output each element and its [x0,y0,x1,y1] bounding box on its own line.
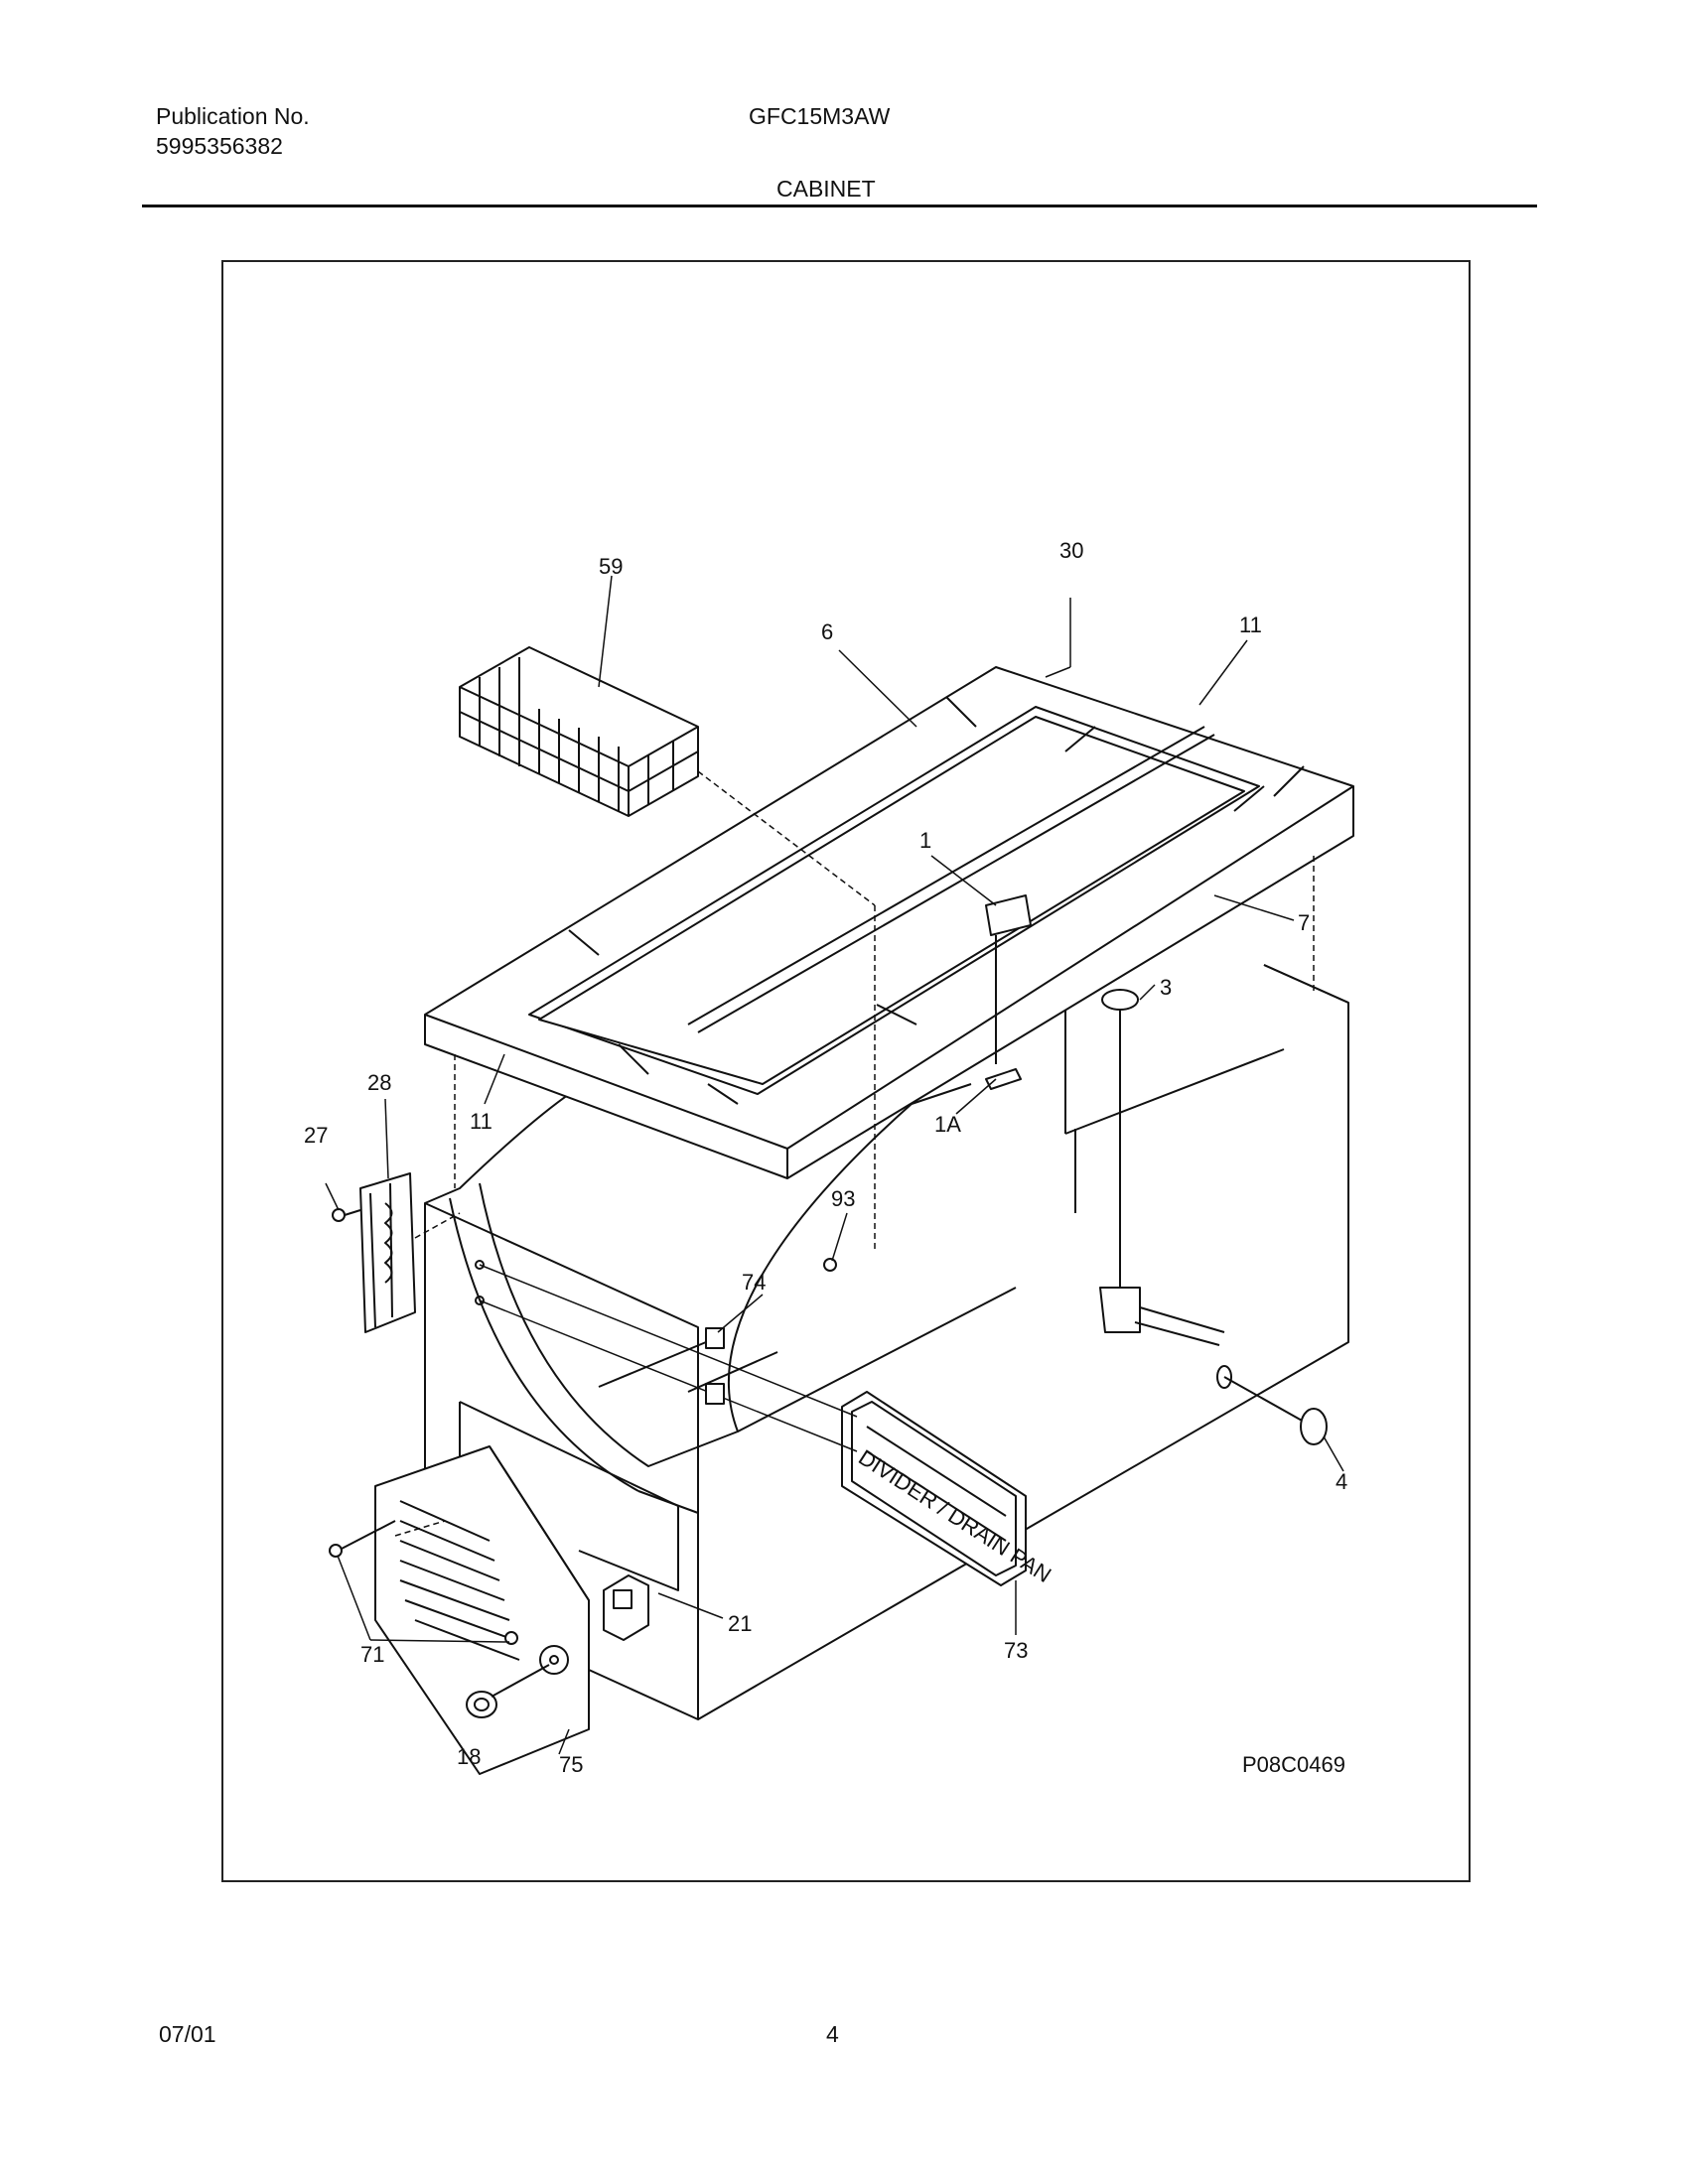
callout-74: 74 [742,1270,766,1295]
divider-drain-pan [841,1391,1027,1586]
drain-plug [1099,989,1328,1445]
divider-clips [475,1260,858,1452]
callout-4: 4 [1336,1469,1347,1494]
callout-93: 93 [831,1186,855,1211]
footer-date: 07/01 [159,2021,216,2047]
grille [374,1445,590,1775]
callout-28: 28 [367,1070,391,1095]
wire-basket [459,646,699,817]
divider-screw [823,1258,837,1272]
callout-30: 30 [1059,538,1083,563]
callout-71: 71 [360,1642,384,1667]
exploded-parts-diagram: DIVIDER / DRAIN PAN [304,538,1354,1777]
callout-59: 59 [599,554,623,579]
diagram-frame [221,260,1471,1882]
callout-11-top: 11 [1239,613,1262,637]
publication-number: 5995356382 [156,133,283,159]
assembly-lines [394,770,1315,1537]
latch [985,894,1032,1090]
hinge [359,1172,416,1333]
callout-73: 73 [1004,1638,1028,1663]
section-title: CABINET [776,176,876,202]
grille-screws [329,1520,518,1645]
callout-leaders [325,575,1344,1755]
header-rule [142,205,1537,207]
callout-27: 27 [304,1123,328,1148]
model-number: GFC15M3AW [749,103,891,129]
callout-11-left: 11 [470,1109,492,1134]
grille-plug [466,1664,550,1718]
hinge-screw [332,1208,361,1222]
drawing-id: P08C0469 [1242,1752,1345,1777]
callout-1a: 1A [934,1112,961,1137]
callout-labels: 59 30 6 11 1 7 3 28 27 11 1A 93 74 4 21 … [304,538,1347,1777]
callout-7: 7 [1298,910,1310,935]
callout-6: 6 [821,619,833,644]
callout-21: 21 [728,1611,752,1636]
callout-3: 3 [1160,975,1172,1000]
callout-18: 18 [457,1744,481,1769]
callout-75: 75 [559,1752,583,1777]
breaker-strips [424,666,1354,1179]
callout-1: 1 [919,828,931,853]
publication-label: Publication No. [156,103,310,129]
page-number: 4 [826,2021,839,2047]
temperature-control [603,1574,649,1641]
